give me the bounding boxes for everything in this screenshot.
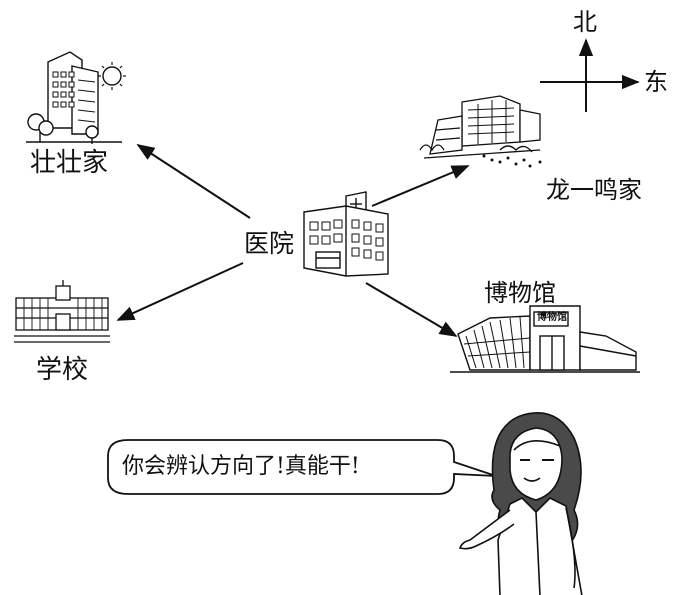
museum-sign-text: 博物馆 <box>537 312 567 323</box>
sun-icon <box>102 66 122 86</box>
speech-text: 你会辨认方向了!真能干! <box>122 454 360 479</box>
place-label-longyiming-home: 龙一鸣家 <box>546 176 642 204</box>
school-icon <box>14 280 110 343</box>
museum-icon <box>450 305 640 373</box>
arrow-to-museum <box>365 282 458 337</box>
tree-icon <box>27 113 99 144</box>
compass-north-label: 北 <box>573 8 597 36</box>
place-label-school: 学校 <box>36 355 89 385</box>
apartment-icon <box>26 51 126 144</box>
arrow-to-school <box>116 262 244 321</box>
housing-icon <box>419 95 542 168</box>
place-label-zhuangzhuang-home: 壮壮家 <box>30 148 109 178</box>
hospital-icon <box>303 191 389 277</box>
arrow-to-zhuangzhuang <box>136 144 251 219</box>
center-label-hospital: 医院 <box>244 229 295 258</box>
arrow-to-longyiming <box>371 165 470 207</box>
direction-arrows <box>116 144 470 337</box>
compass-east-label: 东 <box>644 68 668 96</box>
teacher-figure <box>458 412 583 595</box>
speech-bubble <box>107 439 497 495</box>
compass <box>540 38 640 112</box>
place-label-museum: 博物馆 <box>484 279 556 307</box>
